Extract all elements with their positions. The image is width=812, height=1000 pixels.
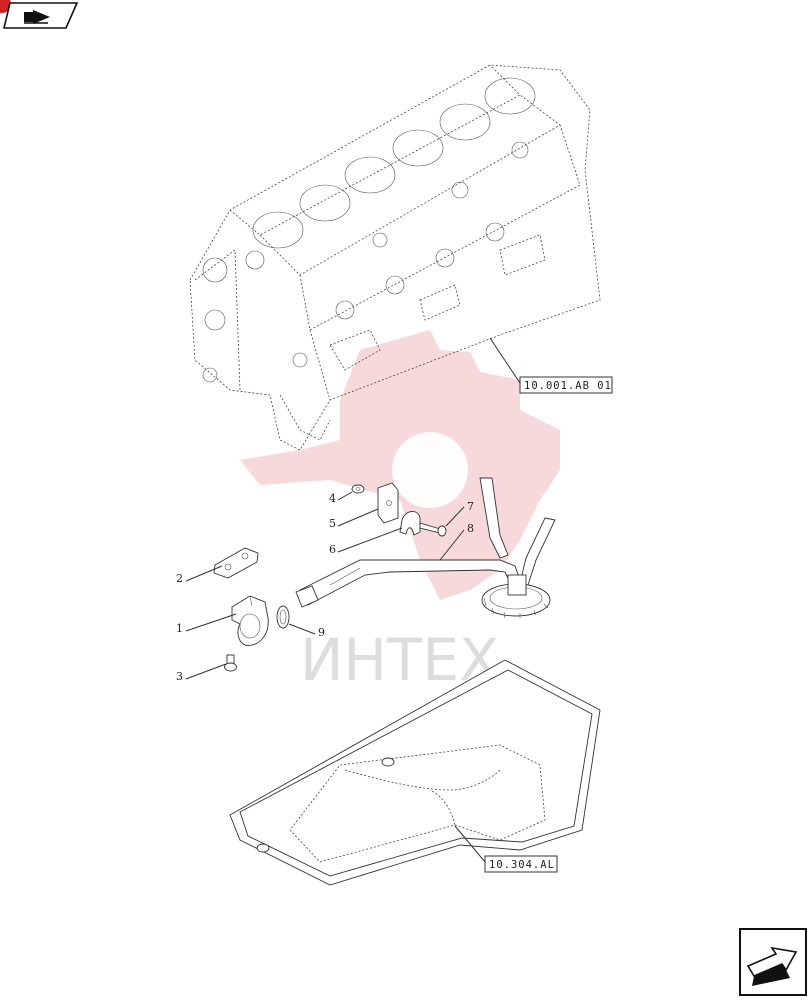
callout-7-label: 7 xyxy=(467,500,474,513)
part-6-clamp[interactable] xyxy=(399,511,421,536)
part-4-nut[interactable] xyxy=(351,484,365,494)
callout-8[interactable]: 8 xyxy=(439,522,474,561)
reference-oil-pan-label: 10.304.AL xyxy=(489,859,555,871)
callout-2-label: 2 xyxy=(176,572,183,585)
reference-oil-pan[interactable]: 10.304.AL xyxy=(454,825,558,873)
header-nav-button[interactable] xyxy=(0,0,79,29)
callout-8-label: 8 xyxy=(467,522,474,535)
footer-nav-button[interactable] xyxy=(739,928,807,996)
gear-wrench-logo-icon xyxy=(240,330,560,600)
callout-6-label: 6 xyxy=(329,543,336,556)
next-page-arrow-icon xyxy=(746,946,798,986)
callout-7[interactable]: 7 xyxy=(445,500,474,527)
callout-6[interactable]: 6 xyxy=(329,527,403,556)
part-8-oil-suction-pipe[interactable] xyxy=(295,477,556,619)
callout-3-label: 3 xyxy=(176,670,183,683)
callout-5[interactable]: 5 xyxy=(329,508,379,530)
callout-9-label: 9 xyxy=(318,626,325,639)
part-7-bolt[interactable] xyxy=(419,522,447,537)
callout-5-label: 5 xyxy=(329,517,336,530)
watermark-logo: ИНТЕХ xyxy=(240,330,560,694)
callout-3[interactable]: 3 xyxy=(176,663,227,683)
book-arrow-icon xyxy=(24,10,50,24)
oil-pan-illustration xyxy=(229,659,601,886)
part-1-support[interactable] xyxy=(231,595,269,646)
part-3-screw[interactable] xyxy=(224,654,237,672)
callout-4-label: 4 xyxy=(329,492,336,505)
part-9-o-ring[interactable] xyxy=(276,605,290,629)
reference-engine-block-label: 10.001.AB 01 xyxy=(524,380,612,392)
callout-1[interactable]: 1 xyxy=(176,613,237,635)
callout-9[interactable]: 9 xyxy=(288,623,325,639)
part-2-gasket[interactable] xyxy=(213,547,259,579)
engine-block-illustration xyxy=(189,64,601,451)
part-5-bracket[interactable] xyxy=(377,482,399,524)
callout-1-label: 1 xyxy=(176,622,183,635)
callout-4[interactable]: 4 xyxy=(329,491,353,505)
reference-engine-block[interactable]: 10.001.AB 01 xyxy=(489,337,613,394)
callout-2[interactable]: 2 xyxy=(176,565,223,585)
